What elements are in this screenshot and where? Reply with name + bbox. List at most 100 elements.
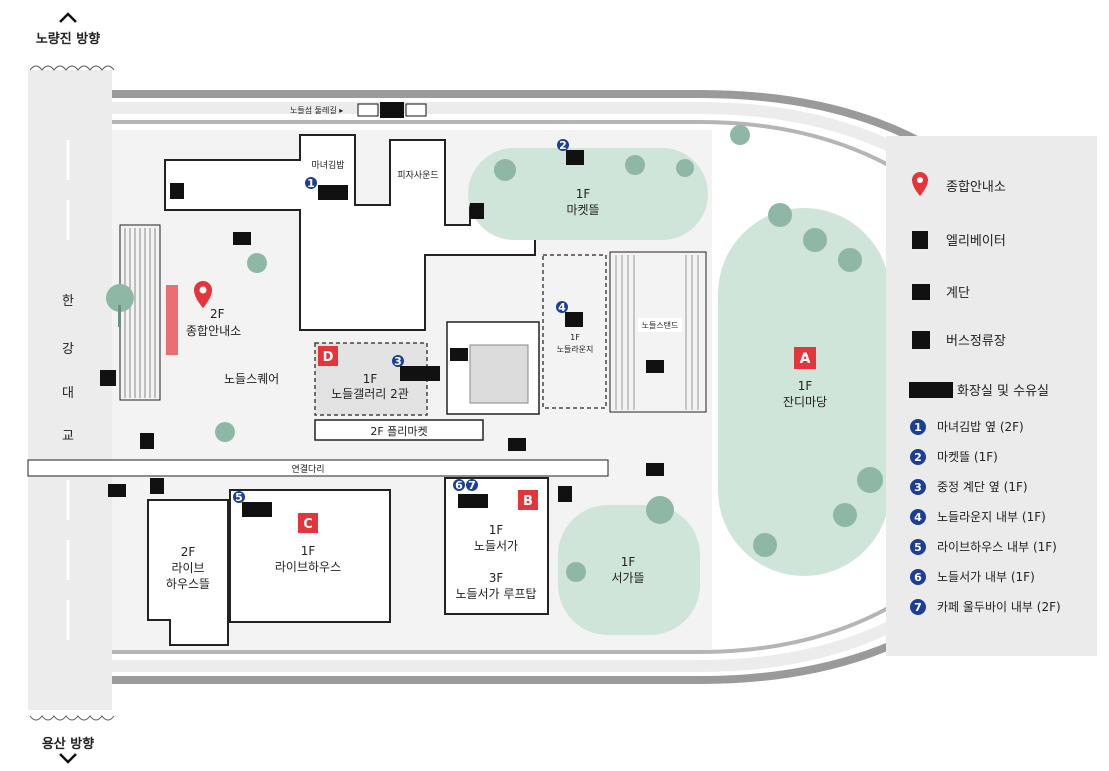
area-c-letter: C bbox=[303, 517, 313, 532]
elevator-icon bbox=[912, 231, 928, 249]
courtyard bbox=[446, 321, 540, 415]
bus-stop-icon[interactable] bbox=[100, 370, 116, 386]
legend-item-label: 카페 울두바이 내부 (2F) bbox=[937, 600, 1061, 614]
bridge-char-4: 교 bbox=[62, 429, 74, 444]
legend-item-number: 4 bbox=[914, 511, 922, 524]
area-c-livehouse[interactable]: C 1F 라이브하우스 bbox=[229, 489, 391, 623]
connecting-bridge[interactable]: 연결다리 bbox=[27, 459, 609, 477]
bus-stop-icon bbox=[912, 331, 930, 349]
legend-bus[interactable]: 버스정류장 bbox=[912, 331, 1006, 349]
roof-area bbox=[170, 165, 290, 205]
location-pin-icon bbox=[194, 281, 212, 308]
legend-info-label: 종합안내소 bbox=[946, 180, 1006, 195]
info-center-bar bbox=[166, 285, 178, 355]
legend-item-number-badge bbox=[910, 509, 926, 525]
legend-restroom[interactable]: 화장실 및 수유실 bbox=[909, 382, 1049, 399]
market-garden[interactable]: 1F 마켓뜰 bbox=[468, 148, 708, 240]
left-stairs bbox=[119, 224, 161, 401]
area-d-floor: 1F bbox=[363, 372, 378, 386]
restroom-icon bbox=[242, 502, 272, 517]
area-b-name2: 노들서가 루프탑 bbox=[455, 587, 536, 601]
pizza-sound-label: 피자사운드 bbox=[397, 170, 438, 181]
elevators bbox=[140, 183, 572, 502]
restroom-markers[interactable]: 1 2 3 4 5 6 7 bbox=[233, 139, 584, 517]
stairs-markers bbox=[108, 232, 664, 497]
legend-item-number-badge bbox=[910, 419, 926, 435]
flea-market-label: 2F 플리마켓 bbox=[370, 425, 427, 438]
info-center-floor: 2F bbox=[210, 307, 225, 321]
legend-restroom-label: 화장실 및 수유실 bbox=[957, 384, 1049, 399]
noddle-stand-label: 노들스탠드 bbox=[642, 320, 679, 330]
legend-elevator[interactable]: 엘리베이터 bbox=[912, 231, 1006, 249]
elevator-icon bbox=[150, 478, 164, 494]
legend-item-label: 중정 계단 옆 (1F) bbox=[937, 480, 1028, 494]
area-a-lawn[interactable]: A 1F 잔디마당 bbox=[718, 208, 890, 576]
legend-item-label: 마켓뜰 (1F) bbox=[937, 450, 998, 464]
chevron-up-icon bbox=[59, 12, 77, 23]
legend-item-label: 마녀김밥 옆 (2F) bbox=[937, 420, 1024, 434]
direction-north[interactable]: 노량진 방향 bbox=[29, 12, 115, 71]
location-pin-icon bbox=[912, 172, 928, 196]
area-c-name: 라이브하우스 bbox=[275, 560, 341, 574]
elevator-icon bbox=[470, 203, 484, 219]
legend-stairs[interactable]: 계단 bbox=[912, 284, 970, 301]
legend-item-label: 노들라운지 내부 (1F) bbox=[937, 510, 1046, 524]
legend-stairs-label: 계단 bbox=[946, 286, 970, 301]
marker-num-1: 1 bbox=[307, 177, 315, 190]
lounge-name: 노들라운지 bbox=[557, 345, 594, 354]
stairs-icon bbox=[912, 284, 930, 300]
lounge-floor: 1F bbox=[570, 333, 580, 342]
legend-item[interactable]: 3 중정 계단 옆 (1F) bbox=[910, 479, 1028, 495]
marker-num-4: 4 bbox=[558, 301, 566, 314]
area-a-floor: 1F bbox=[798, 379, 813, 393]
legend-item[interactable]: 2 마켓뜰 (1F) bbox=[910, 449, 998, 465]
stairs-icon bbox=[108, 484, 126, 497]
seoga-garden-floor: 1F bbox=[621, 555, 636, 569]
legend-item-number: 7 bbox=[914, 601, 922, 614]
live-house-garden[interactable]: 2F 라이브 하우스뜰 bbox=[147, 499, 229, 646]
legend-item-number-badge bbox=[910, 479, 926, 495]
stairs-icon bbox=[380, 102, 404, 118]
marker-num-3: 3 bbox=[394, 355, 402, 368]
flea-market[interactable]: 2F 플리마켓 bbox=[314, 419, 484, 441]
info-center-2f[interactable]: 2F 종합안내소 bbox=[186, 281, 241, 338]
stairs-icon bbox=[646, 463, 664, 476]
noddle-stand[interactable]: 노들스탠드 bbox=[609, 251, 707, 413]
area-a-name: 잔디마당 bbox=[783, 395, 827, 409]
legend-item-number: 3 bbox=[914, 481, 922, 494]
legend-info[interactable]: 종합안내소 bbox=[912, 172, 1006, 196]
stairs-icon bbox=[646, 360, 664, 373]
elevator-icon bbox=[140, 433, 154, 449]
legend-item[interactable]: 7 카페 울두바이 내부 (2F) bbox=[910, 599, 1061, 615]
area-b-floor: 1F bbox=[489, 523, 504, 537]
elevator-icon bbox=[558, 486, 572, 502]
legend-item-number-badge bbox=[910, 539, 926, 555]
market-garden-name: 마켓뜰 bbox=[566, 203, 599, 217]
area-d-letter: D bbox=[323, 350, 334, 365]
bridge-char-2: 강 bbox=[62, 342, 74, 357]
noddle-lounge[interactable]: 1F 노들라운지 bbox=[542, 254, 607, 409]
legend-item-number: 2 bbox=[914, 451, 922, 464]
restroom-icon bbox=[565, 312, 583, 327]
bridge-char-1: 한 bbox=[62, 294, 74, 309]
chevron-down-icon bbox=[59, 753, 77, 764]
direction-south[interactable]: 용산 방향 bbox=[29, 715, 115, 764]
stairs-icon bbox=[450, 348, 468, 361]
seoga-garden-name: 서가뜰 bbox=[611, 571, 644, 585]
seoga-garden[interactable]: 1F 서가뜰 bbox=[558, 505, 700, 635]
legend-item-number: 5 bbox=[914, 541, 922, 554]
legend-item-number-badge bbox=[910, 449, 926, 465]
legend-elevator-label: 엘리베이터 bbox=[946, 234, 1006, 249]
area-d-name: 노들갤러리 2관 bbox=[331, 387, 409, 401]
perimeter-path[interactable]: 노들섬 둘레길 ▸ bbox=[290, 102, 427, 118]
perimeter-path-label: 노들섬 둘레길 ▸ bbox=[290, 105, 343, 115]
legend-item[interactable]: 4 노들라운지 내부 (1F) bbox=[910, 509, 1046, 525]
area-b-floor2: 3F bbox=[489, 571, 504, 585]
restroom-icon bbox=[400, 366, 440, 381]
